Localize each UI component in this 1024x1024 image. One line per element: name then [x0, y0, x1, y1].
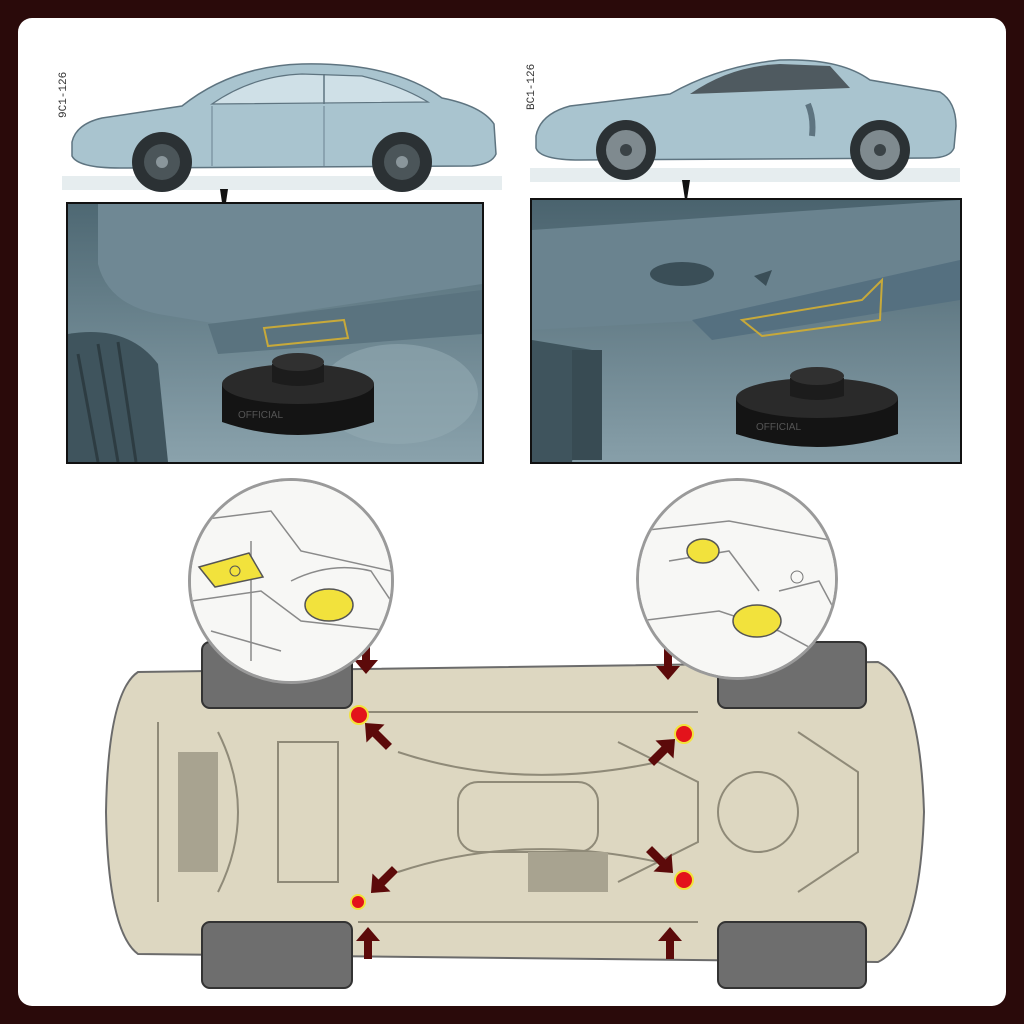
rubber-jack-pad-icon: OFFICIAL	[218, 344, 378, 444]
arrow-icon	[356, 926, 380, 960]
arrow-icon	[353, 711, 401, 759]
car-left-code: 9C1-126	[58, 71, 70, 118]
jack-point-dot-icon	[350, 894, 366, 910]
arrow-icon	[354, 642, 378, 674]
arrow-icon	[639, 727, 687, 775]
image-frame: 9C1-126 BC1-126	[18, 18, 1006, 1006]
closeup-panel-left: OFFICIAL	[66, 202, 484, 464]
underbody-diagram	[98, 632, 928, 992]
arrow-icon	[359, 857, 407, 905]
closeup-panel-right: OFFICIAL	[530, 198, 962, 464]
magnifier-right	[636, 478, 838, 680]
arrow-icon	[656, 648, 680, 680]
jack-point-dot-icon	[349, 705, 369, 725]
car-right-code: BC1-126	[526, 63, 538, 110]
magnifier-left	[188, 478, 394, 684]
arrow-icon	[637, 837, 685, 885]
car-right-illustration	[530, 40, 960, 200]
car-left-illustration	[62, 46, 502, 206]
arrow-icon	[658, 926, 682, 960]
pad-brand-text-left: OFFICIAL	[238, 410, 283, 421]
pad-brand-text-right: OFFICIAL	[756, 422, 801, 433]
jack-point-dot-icon	[674, 724, 694, 744]
rubber-jack-pad-icon: OFFICIAL	[732, 360, 902, 456]
jack-point-dot-icon	[674, 870, 694, 890]
